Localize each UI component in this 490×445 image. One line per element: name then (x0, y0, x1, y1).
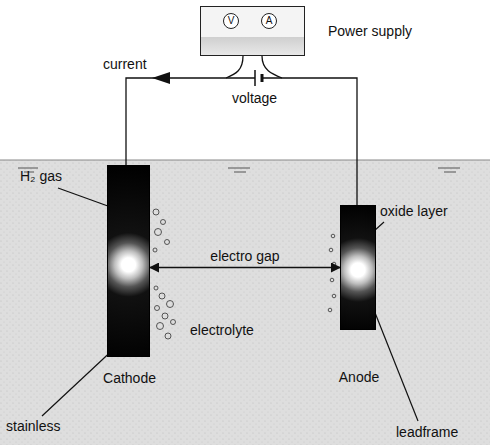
gas-label: H₂ gas (20, 168, 62, 184)
part-name: Power supply (328, 23, 412, 39)
current-label: current (103, 56, 147, 72)
gap-arrow (150, 267, 340, 269)
bubble (165, 333, 171, 339)
electrolyte-bath (0, 160, 490, 445)
bubble (332, 294, 336, 298)
bubble (171, 320, 176, 325)
bubble (330, 278, 334, 282)
anode-electrode: Anode (340, 205, 376, 330)
part-label: leadframe (396, 424, 458, 440)
cathode-electrode: Cathode (107, 165, 150, 357)
bubble (332, 262, 336, 266)
bubble (167, 301, 174, 308)
gas-bubbles (153, 209, 336, 339)
power-supply-box: Power supplyVA (200, 6, 305, 56)
electrolyte-label: electrolyte (190, 322, 254, 338)
battery-symbol (255, 70, 262, 86)
voltmeter: V (223, 13, 239, 29)
bubble (157, 323, 164, 330)
edge-label: electro gap (208, 248, 281, 264)
bubble (331, 234, 335, 238)
bubble (155, 306, 160, 311)
bubble (329, 248, 333, 252)
bubble (153, 248, 157, 252)
bubble (159, 293, 165, 299)
part-name: Anode (339, 369, 379, 385)
surface-marks (18, 168, 460, 172)
meter-letter: V (228, 16, 235, 26)
bubble (162, 313, 168, 319)
bubble (153, 209, 159, 215)
wires (126, 56, 357, 206)
ammeter: A (261, 13, 277, 29)
bubble (161, 220, 166, 225)
liquid-surface (0, 160, 490, 161)
current-arrow (152, 72, 170, 84)
leader-lines (42, 188, 418, 421)
bubble (328, 308, 332, 312)
material-label: stainless (6, 418, 60, 434)
bubble (165, 240, 170, 245)
voltage-label: voltage (232, 90, 277, 106)
bubble (154, 286, 158, 290)
layer-label: oxide layer (380, 203, 448, 219)
bubble (155, 229, 162, 236)
part-name: Cathode (103, 370, 156, 386)
meter-letter: A (266, 16, 273, 26)
